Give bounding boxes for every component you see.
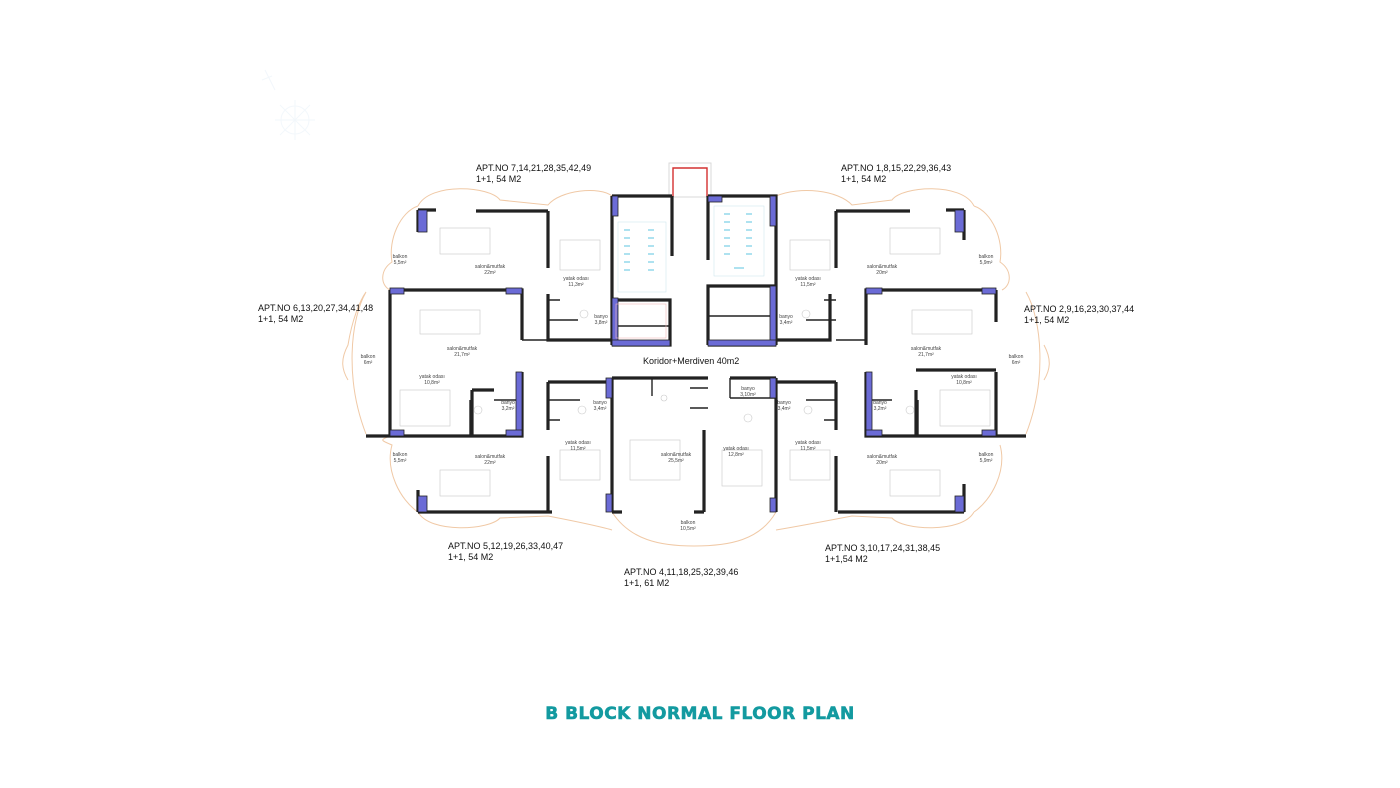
room-area: 5,5m²: [394, 458, 407, 464]
room-label: yatak odası: [565, 440, 591, 446]
room-area: 5,9m²: [980, 458, 993, 464]
structural-columns: [389, 195, 997, 513]
room-label: banyo: [741, 386, 755, 392]
room-label: balkon: [1009, 354, 1024, 360]
room-label: salon&mutfak: [911, 346, 942, 352]
room-area: 3,10m²: [740, 392, 756, 398]
room-label: balkon: [361, 354, 376, 360]
apt-size: 1+1,54 M2: [825, 554, 868, 564]
apt-size: 1+1, 54 M2: [258, 314, 304, 324]
room-labels: balkon 5,5m² salon&mutfak 22m² yatak oda…: [361, 254, 1024, 532]
room-label: balkon: [979, 452, 994, 458]
page-title: B BLOCK NORMAL FLOOR PLAN: [545, 704, 855, 725]
room-label: salon&mutfak: [475, 454, 506, 460]
room-label: balkon: [393, 452, 408, 458]
apt-label-bottom-left: APT.NO 5,12,19,26,33,40,47 1+1, 54 M2: [448, 541, 563, 563]
apt-numbers: APT.NO 1,8,15,22,29,36,43: [841, 163, 952, 173]
apt-label-bottom-right: APT.NO 3,10,17,24,31,38,45 1+1,54 M2: [825, 543, 940, 565]
room-area: 3,2m²: [874, 406, 887, 412]
room-label: balkon: [681, 520, 696, 526]
room-label: banyo: [593, 400, 607, 406]
room-label: banyo: [594, 314, 608, 320]
room-area: 21,7m²: [918, 352, 934, 358]
partitions: [469, 299, 919, 436]
room-area: 12,8m²: [728, 452, 744, 458]
room-label: yatak odası: [951, 374, 977, 380]
room-area: 10,5m²: [680, 526, 696, 532]
apt-label-top-right: APT.NO 1,8,15,22,29,36,43 1+1, 54 M2: [841, 163, 951, 185]
apt-label-mid-right: APT.NO 2,9,16,23,30,37,44 1+1, 54 M2: [1024, 304, 1134, 326]
room-area: 22m²: [484, 270, 496, 276]
apt-numbers: APT.NO 3,10,17,24,31,38,45: [825, 543, 941, 553]
apt-size: 1+1, 54 M2: [841, 174, 887, 184]
balcony-outline: [342, 188, 1050, 547]
apt-size: 1+1, 54 M2: [476, 174, 522, 184]
stair-head: [668, 162, 712, 198]
room-area: 11,5m²: [800, 446, 816, 452]
apt-label-bottom-center: APT.NO 4,11,18,25,32,39,46 1+1, 61 M2: [624, 567, 738, 589]
apt-numbers: APT.NO 5,12,19,26,33,40,47: [448, 541, 564, 551]
apt-size: 1+1, 61 M2: [624, 578, 670, 588]
furniture: [399, 227, 991, 497]
room-label: yatak odası: [723, 446, 749, 452]
room-label: balkon: [393, 254, 408, 260]
room-label: banyo: [873, 400, 887, 406]
apt-label-mid-left: APT.NO 6,13,20,27,34,41,48 1+1, 54 M2: [258, 303, 373, 325]
room-label: banyo: [501, 400, 515, 406]
apt-size: 1+1, 54 M2: [1024, 315, 1070, 325]
faint-watermark-logo: [261, 69, 315, 140]
apt-label-top-left: APT.NO 7,14,21,28,35,42,49 1+1, 54 M2: [476, 163, 591, 185]
staircase: [615, 205, 765, 339]
room-area: 10,8m²: [956, 380, 972, 386]
corridor-label: Koridor+Merdiven 40m2: [643, 356, 740, 366]
room-area: 20m²: [876, 270, 888, 276]
room-area: 25,5m²: [668, 458, 684, 464]
room-area: 11,5m²: [570, 446, 586, 452]
room-label: banyo: [777, 400, 791, 406]
room-area: 6m²: [364, 360, 373, 366]
room-area: 3,4m²: [594, 406, 607, 412]
room-label: salon&mutfak: [475, 264, 506, 270]
room-area: 5,9m²: [980, 260, 993, 266]
room-label: yatak odası: [563, 276, 589, 282]
apt-numbers: APT.NO 2,9,16,23,30,37,44: [1024, 304, 1135, 314]
apt-numbers: APT.NO 7,14,21,28,35,42,49: [476, 163, 592, 173]
room-area: 5,5m²: [394, 260, 407, 266]
room-label: salon&mutfak: [867, 454, 898, 460]
room-label: balkon: [979, 254, 994, 260]
apt-numbers: APT.NO 6,13,20,27,34,41,48: [258, 303, 374, 313]
room-area: 3,4m²: [780, 320, 793, 326]
room-area: 21,7m²: [454, 352, 470, 358]
room-area: 3,4m²: [778, 406, 791, 412]
room-label: banyo: [779, 314, 793, 320]
room-label: salon&mutfak: [661, 452, 692, 458]
room-area: 10,8m²: [424, 380, 440, 386]
apt-size: 1+1, 54 M2: [448, 552, 494, 562]
room-label: yatak odası: [795, 440, 821, 446]
room-label: yatak odası: [795, 276, 821, 282]
room-area: 22m²: [484, 460, 496, 466]
room-label: salon&mutfak: [867, 264, 898, 270]
room-area: 3,8m²: [595, 320, 608, 326]
room-area: 11,3m²: [568, 282, 584, 288]
room-label: yatak odası: [419, 374, 445, 380]
room-area: 6m²: [1012, 360, 1021, 366]
room-label: salon&mutfak: [447, 346, 478, 352]
room-area: 11,5m²: [800, 282, 816, 288]
room-area: 20m²: [876, 460, 888, 466]
apt-numbers: APT.NO 4,11,18,25,32,39,46: [624, 567, 739, 577]
room-area: 3,2m²: [502, 406, 515, 412]
